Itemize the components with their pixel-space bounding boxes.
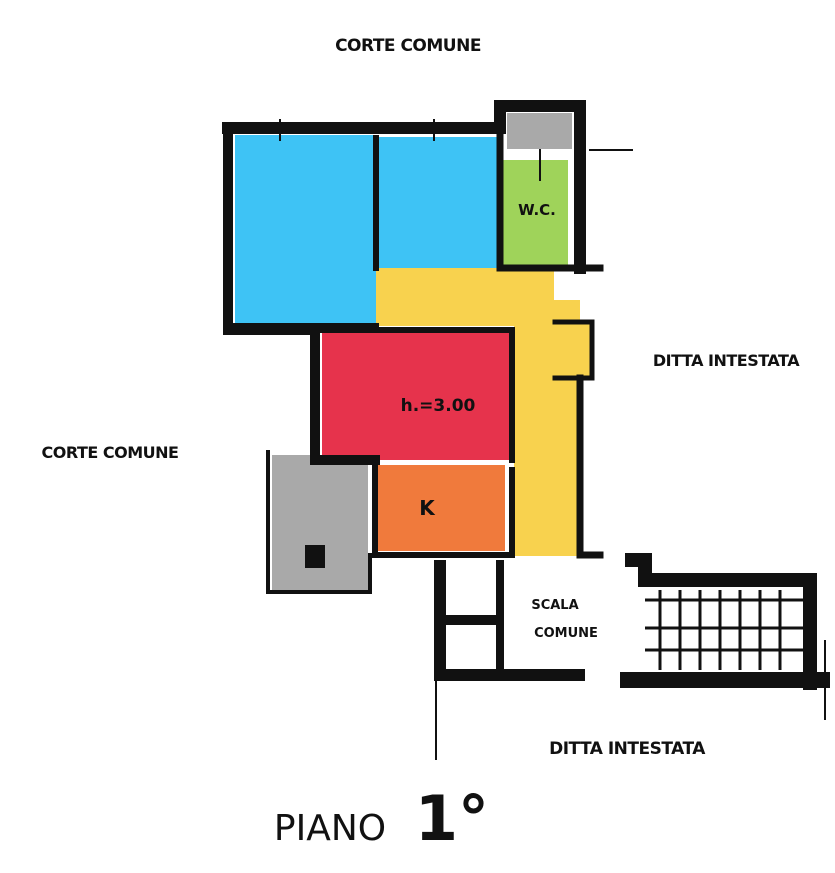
corte-comune-left-label: CORTE COMUNE <box>42 443 179 462</box>
scala-label: SCALA <box>531 598 578 613</box>
corte-comune-top-label: CORTE COMUNE <box>335 36 481 56</box>
service-room <box>272 455 368 590</box>
wc-label: W.C. <box>518 201 556 219</box>
living-room <box>322 330 512 460</box>
corridor <box>376 268 592 556</box>
ceiling-height-label: h.=3.00 <box>401 396 476 416</box>
common-stair <box>434 553 830 760</box>
chimney <box>305 545 325 568</box>
ditta-intestata-bottom-label: DITTA INTESTATA <box>549 739 706 759</box>
wc-shaft <box>507 113 572 149</box>
kitchen-room <box>377 465 505 551</box>
ditta-intestata-right-label: DITTA INTESTATA <box>653 351 800 370</box>
comune-label: COMUNE <box>534 626 598 641</box>
kitchen-label: K <box>419 496 436 520</box>
floor-number-label: 1° <box>415 782 489 855</box>
bedroom-left <box>235 135 377 323</box>
wc-room <box>502 160 568 266</box>
walls <box>222 100 633 594</box>
bedroom-right <box>378 137 498 268</box>
piano-label: PIANO <box>274 808 386 849</box>
